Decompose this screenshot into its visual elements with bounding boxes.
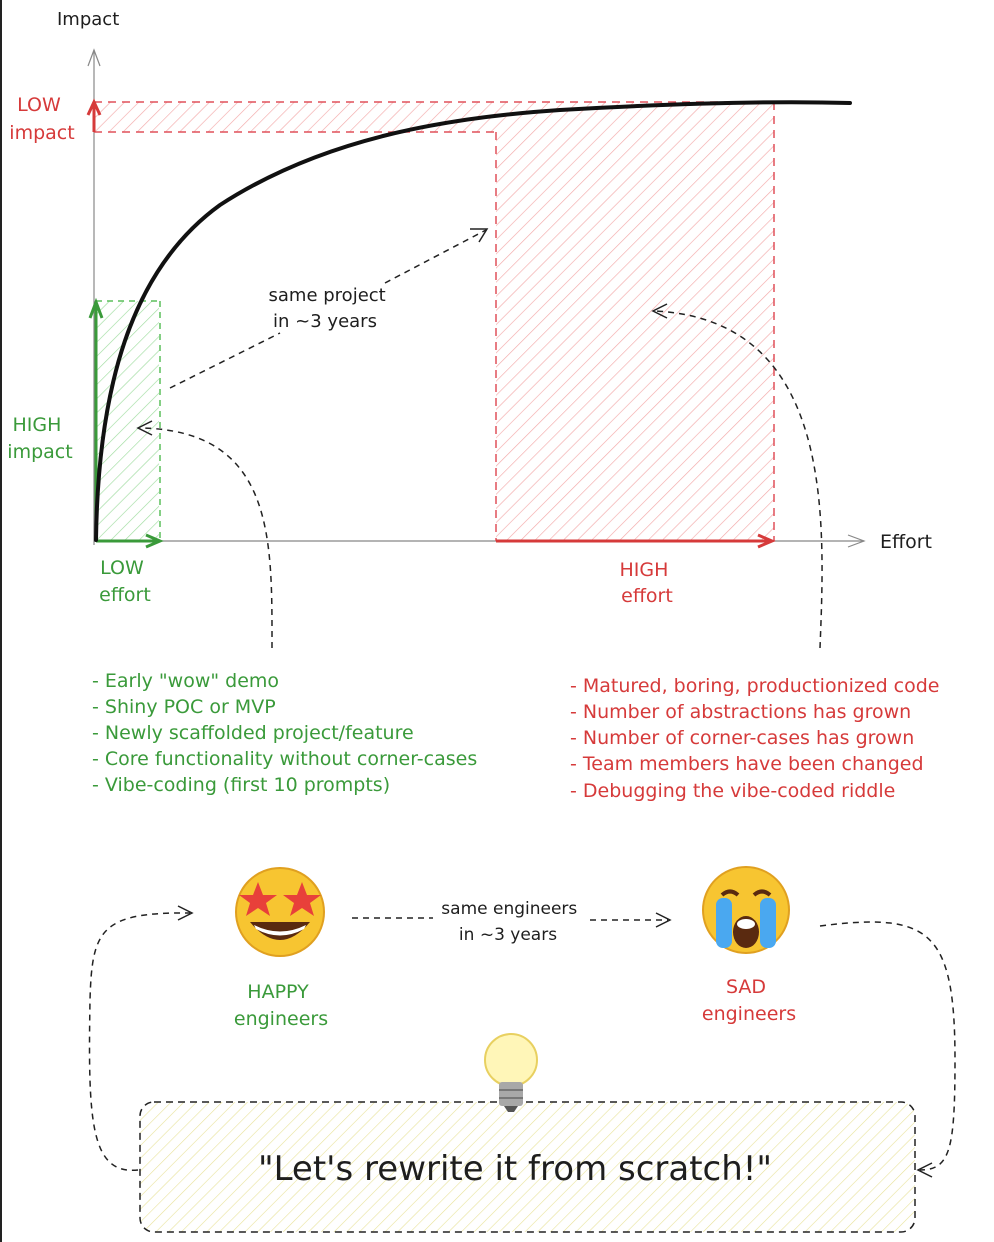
impact-effort-curve [94,100,852,542]
crying-emoji-icon [702,866,790,954]
same-engineers-arrow [352,912,672,928]
red-list: - Matured, boring, productionized code -… [570,675,946,802]
happy-engineers-label: HAPPY engineers [234,981,328,1030]
same-engineers-label: same engineers in ~3 years [441,899,582,945]
green-list-pointer [136,420,273,649]
x-axis-label: Effort [880,531,932,553]
high-impact-label: HIGH impact [7,414,72,463]
rewrite-quote-box [139,1101,916,1233]
high-effort-label: HIGH effort [620,559,675,607]
y-axis-label: Impact [57,9,119,30]
rewrite-quote: "Let's rewrite it from scratch!" [258,1149,772,1189]
loop-back-arrow [88,905,194,1171]
light-bulb-emoji-icon [484,1033,538,1112]
low-impact-arrow [86,98,102,132]
low-effort-arrow [96,533,164,549]
same-project-arrow [169,228,489,389]
same-project-label: same project in ~3 years [269,285,392,332]
high-effort-arrow [496,533,776,549]
green-list: - Early "wow" demo - Shiny POC or MVP - … [92,670,483,796]
loop-down-arrow [819,921,956,1178]
red-list-pointer [651,303,823,649]
low-impact-label: LOW impact [9,94,74,144]
high-effort-region [496,132,774,541]
low-effort-label: LOW effort [99,557,151,606]
sad-engineers-label: SAD engineers [702,976,796,1025]
star-struck-emoji-icon [235,867,325,957]
